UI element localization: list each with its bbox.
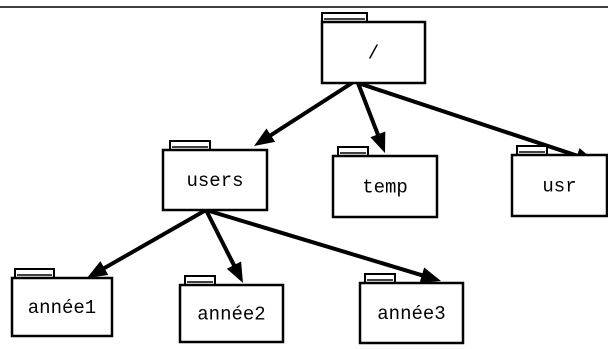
folder-temp[interactable]: temp bbox=[331, 146, 439, 219]
folder-tab bbox=[184, 275, 216, 286]
folder-usr[interactable]: usr bbox=[510, 145, 608, 218]
arrowhead bbox=[419, 267, 441, 283]
edge-line bbox=[356, 82, 381, 137]
folder-label: année3 bbox=[377, 303, 445, 325]
folder-annee1[interactable]: année1 bbox=[10, 268, 114, 338]
folder-icon bbox=[320, 20, 427, 85]
edge-line bbox=[357, 81, 580, 159]
folder-annee3[interactable]: année3 bbox=[358, 273, 465, 345]
folder-icon bbox=[358, 281, 465, 345]
folder-icon bbox=[161, 148, 269, 212]
edge-root-to-users bbox=[254, 81, 354, 146]
arrowhead bbox=[226, 261, 243, 283]
folder-tab bbox=[364, 273, 396, 284]
arrowhead bbox=[254, 128, 276, 146]
edge-root-to-usr bbox=[357, 81, 596, 164]
folder-icon bbox=[510, 153, 608, 218]
edges-layer bbox=[87, 81, 596, 283]
folder-label: users bbox=[186, 170, 243, 192]
arrowhead bbox=[87, 261, 109, 278]
edge-line bbox=[268, 81, 354, 138]
folder-tab bbox=[14, 268, 55, 279]
folder-root[interactable]: / bbox=[320, 12, 427, 85]
folder-tab bbox=[337, 146, 369, 157]
folder-tab bbox=[321, 12, 368, 23]
folder-label: temp bbox=[362, 177, 408, 199]
folder-icon bbox=[10, 276, 114, 338]
folder-annee2[interactable]: année2 bbox=[178, 275, 285, 344]
folder-label: / bbox=[368, 43, 379, 65]
folder-icon bbox=[331, 154, 439, 219]
edge-line bbox=[205, 208, 425, 278]
edge-line bbox=[101, 208, 207, 271]
edge-users-to-annee2 bbox=[204, 209, 243, 283]
folder-label: usr bbox=[542, 176, 576, 198]
folders-layer: / users temp usr année1 année2 année3 bbox=[10, 12, 608, 345]
edge-users-to-annee1 bbox=[87, 208, 207, 278]
arrowhead bbox=[370, 131, 386, 153]
edge-line bbox=[204, 209, 237, 268]
folder-tab bbox=[169, 140, 211, 151]
folder-label: année1 bbox=[28, 297, 96, 319]
edge-users-to-annee3 bbox=[205, 208, 441, 283]
folder-users[interactable]: users bbox=[161, 140, 269, 212]
folder-icon bbox=[178, 283, 285, 344]
edge-root-to-temp bbox=[356, 82, 386, 153]
folder-label: année2 bbox=[197, 304, 265, 326]
folder-tab bbox=[516, 145, 548, 156]
